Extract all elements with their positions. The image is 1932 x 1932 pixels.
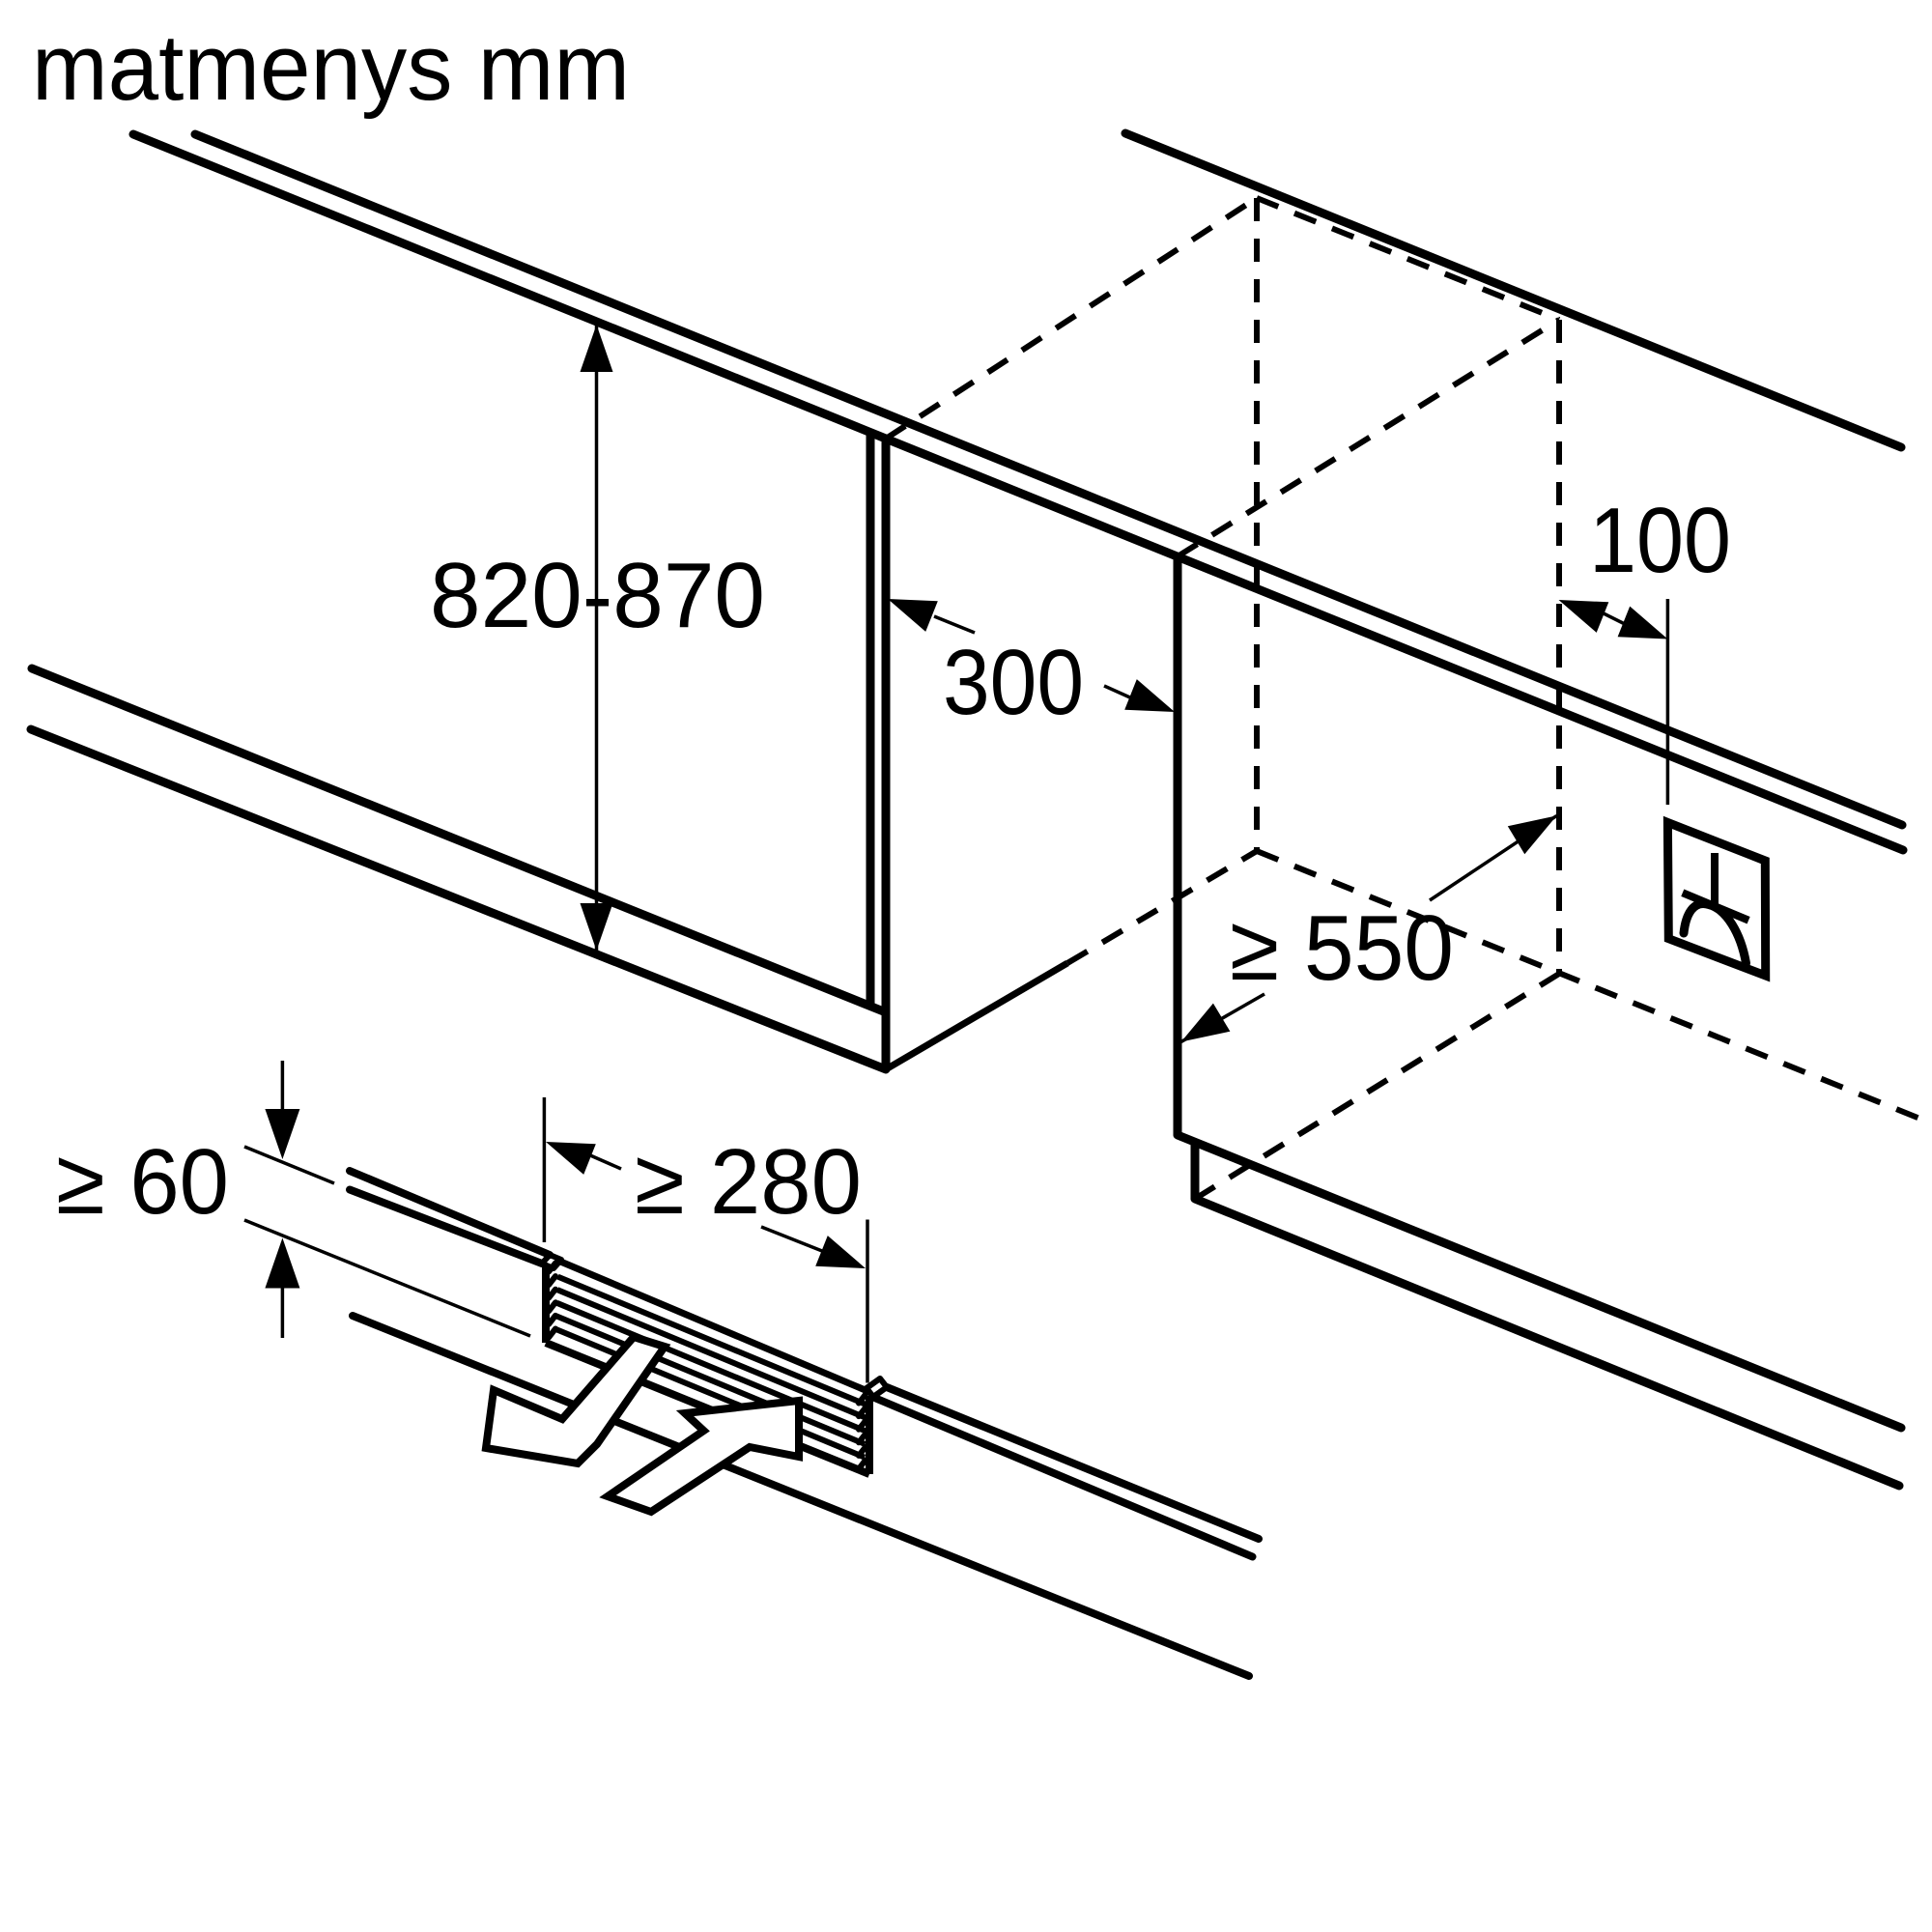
svg-text:matmenys mm: matmenys mm — [32, 14, 630, 120]
svg-text:≥ 280: ≥ 280 — [635, 1130, 862, 1234]
svg-text:≥ 60: ≥ 60 — [56, 1130, 229, 1234]
svg-text:≥ 550: ≥ 550 — [1230, 896, 1454, 1000]
svg-text:100: 100 — [1589, 489, 1731, 592]
svg-text:300: 300 — [943, 631, 1084, 734]
svg-text:820-870: 820-870 — [430, 544, 765, 647]
